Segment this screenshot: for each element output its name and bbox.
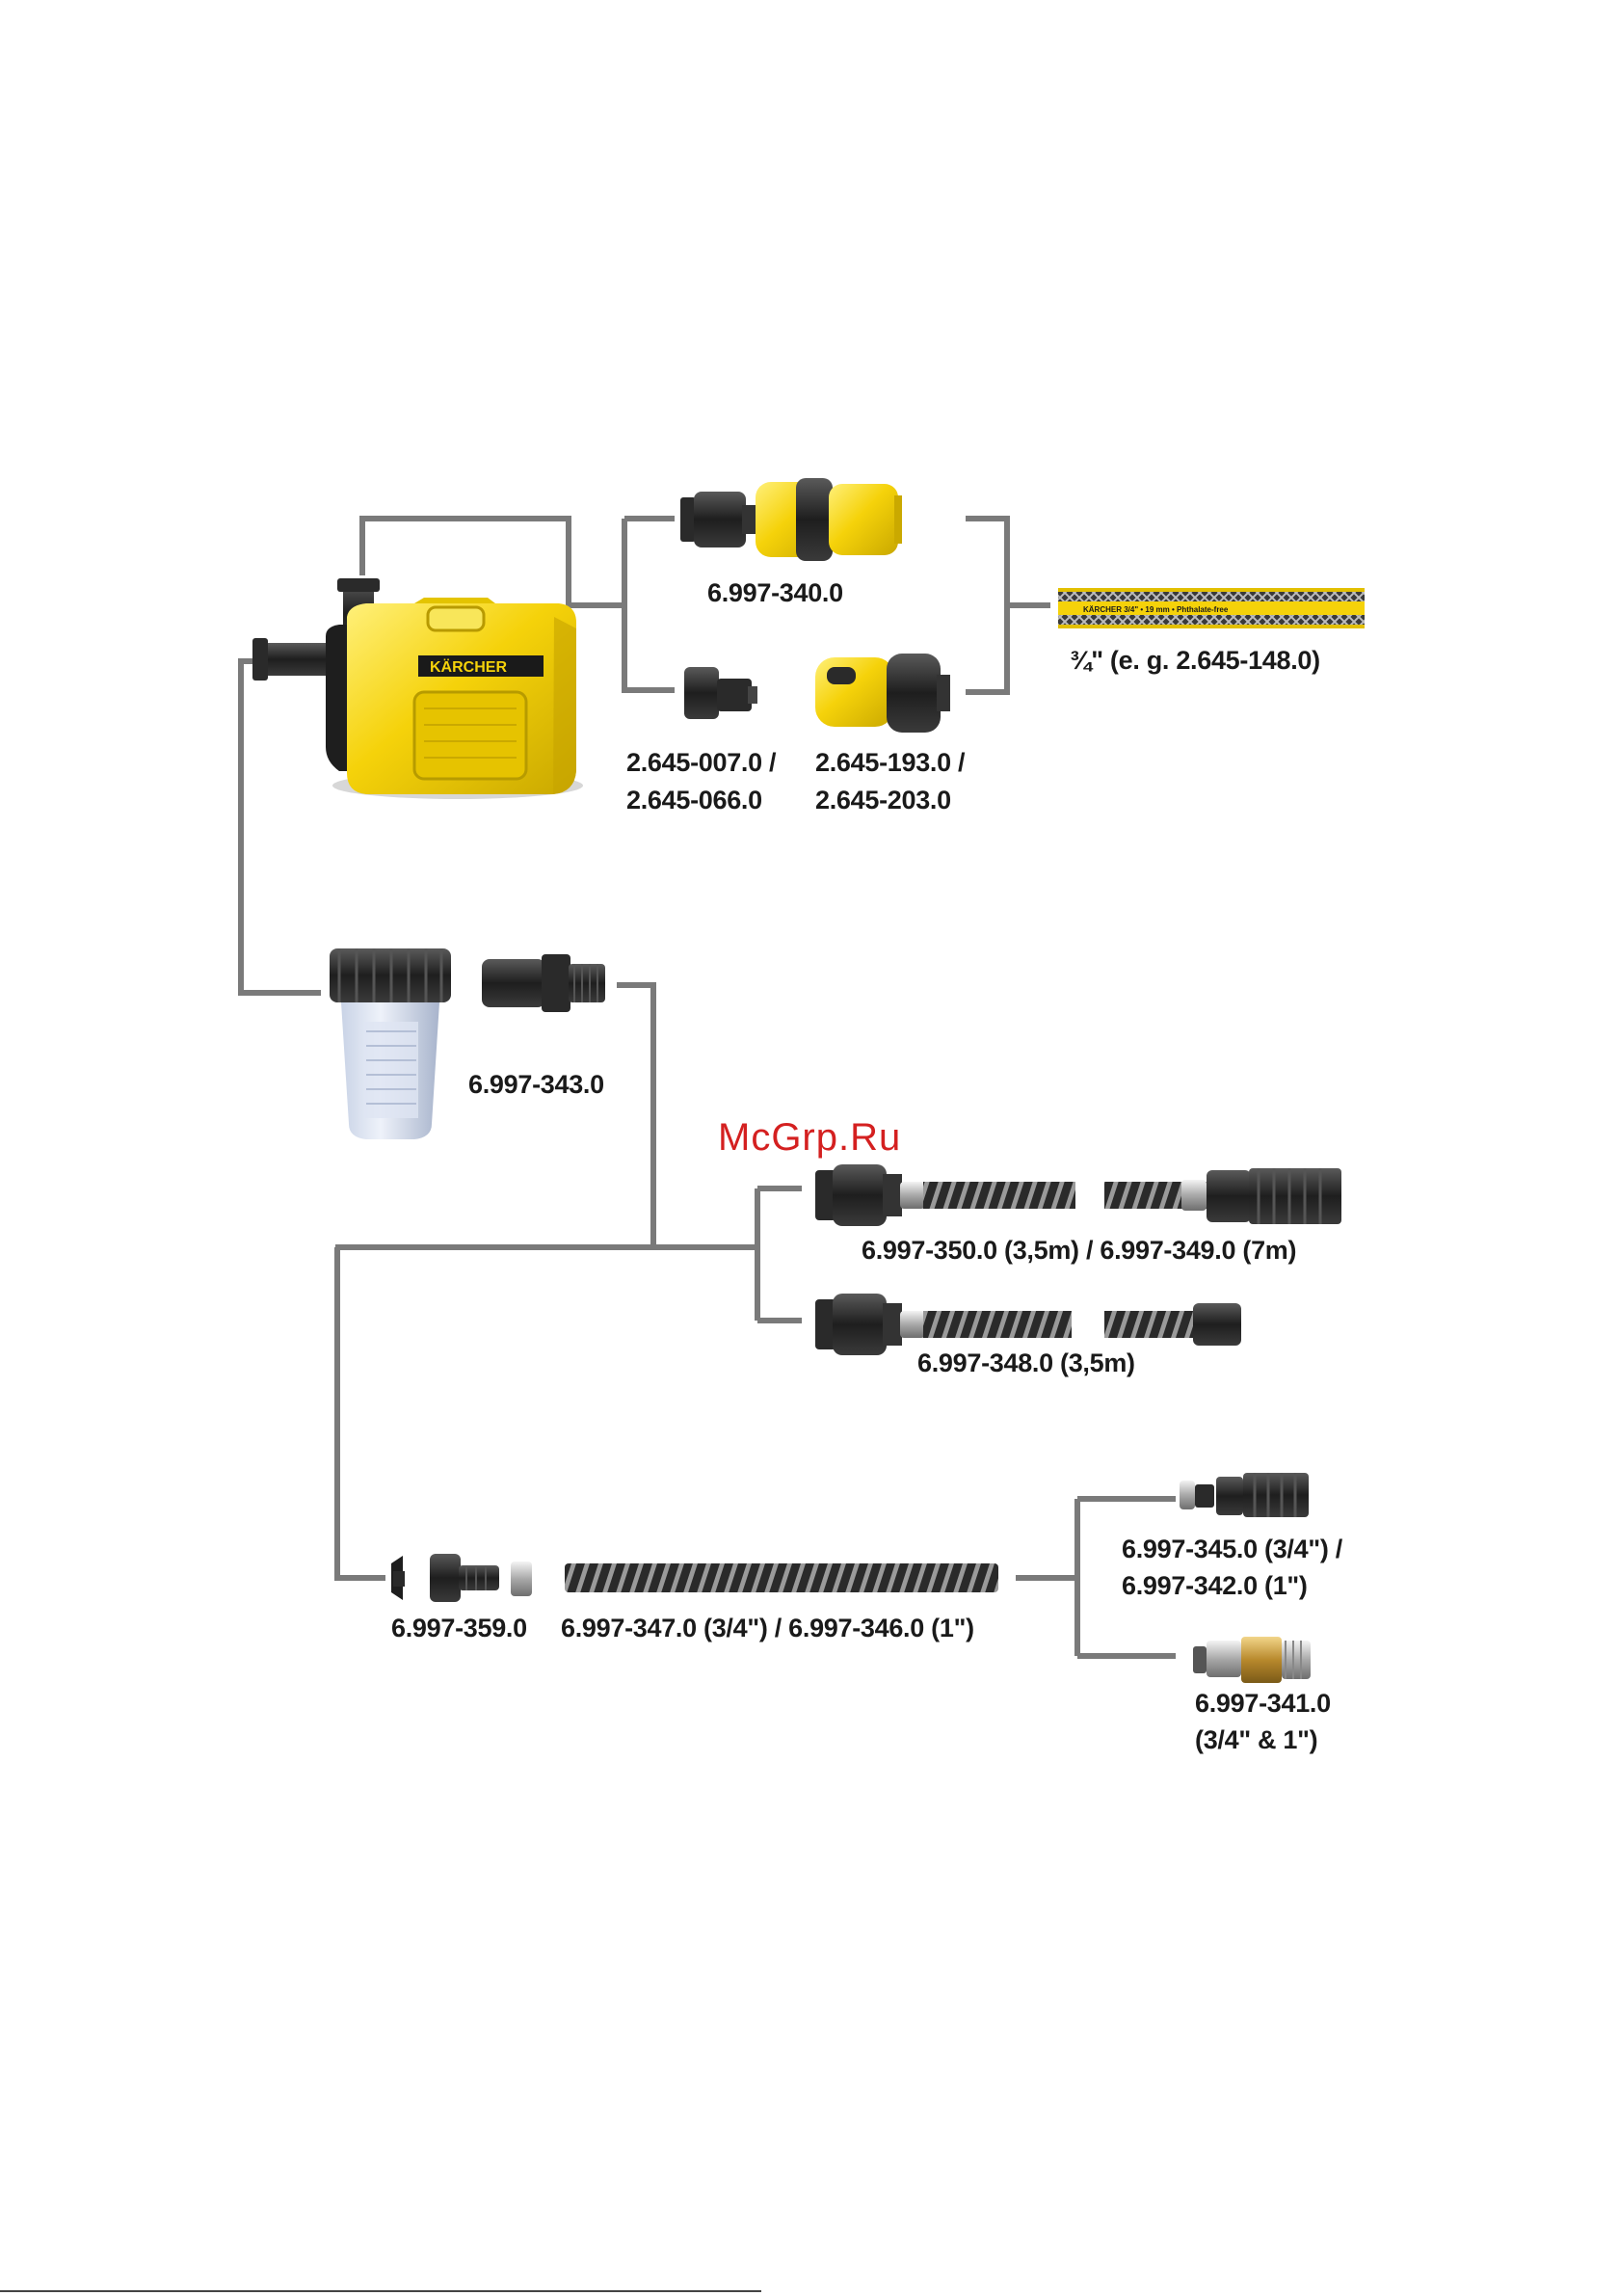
suction-filter-b-image [1193, 1637, 1311, 1683]
connector-set-image [391, 1554, 532, 1602]
label-connector-set: 6.997-359.0 [391, 1614, 527, 1642]
label-tap-adapter: 2.645-007.0 / [626, 748, 777, 777]
tap-adapter-image [684, 667, 757, 719]
label-suction-hose-b: 6.997-348.0 (3,5m) [917, 1348, 1135, 1377]
label-prefilter: 6.997-343.0 [468, 1070, 604, 1099]
label-suction-filter-a-alt: 6.997-342.0 (1") [1122, 1571, 1308, 1600]
label-suction-filter-b-alt: (3/4" & 1") [1195, 1725, 1318, 1754]
suction-hose-b-image [815, 1294, 1241, 1355]
brand-wordmark: KÄRCHER [430, 658, 507, 676]
label-suction-filter-a: 6.997-345.0 (3/4") / [1122, 1535, 1342, 1563]
label-hose-connector-set: 6.997-340.0 [707, 578, 843, 607]
label-suction-hose-a: 6.997-350.0 (3,5m) / 6.997-349.0 (7m) [862, 1236, 1297, 1265]
suction-filter-a-image [1180, 1473, 1309, 1517]
watermark: McGrp.Ru [718, 1116, 902, 1159]
label-tap-adapter-alt: 2.645-066.0 [626, 786, 762, 814]
prefilter-adapter-image [482, 954, 605, 1012]
label-garden-hose: ¾" (e. g. 2.645-148.0) [1070, 646, 1320, 675]
label-suction-hose-meter: 6.997-347.0 (3/4") / 6.997-346.0 (1") [561, 1614, 974, 1642]
garden-pump-image: KÄRCHER [252, 578, 583, 799]
label-hose-coupling: 2.645-193.0 / [815, 748, 966, 777]
prefilter-image [330, 948, 451, 1139]
suction-hose-a-image [815, 1164, 1341, 1226]
hose-connector-set-image [680, 478, 902, 561]
label-hose-coupling-alt: 2.645-203.0 [815, 786, 951, 814]
hose-print: KÄRCHER 3/4" • 19 mm • Phthalate-free [1083, 605, 1229, 614]
garden-hose-image: KÄRCHER 3/4" • 19 mm • Phthalate-free [1058, 588, 1365, 628]
hose-coupling-image [815, 654, 950, 733]
suction-hose-meter-image [565, 1563, 998, 1592]
label-suction-filter-b: 6.997-341.0 [1195, 1689, 1331, 1718]
